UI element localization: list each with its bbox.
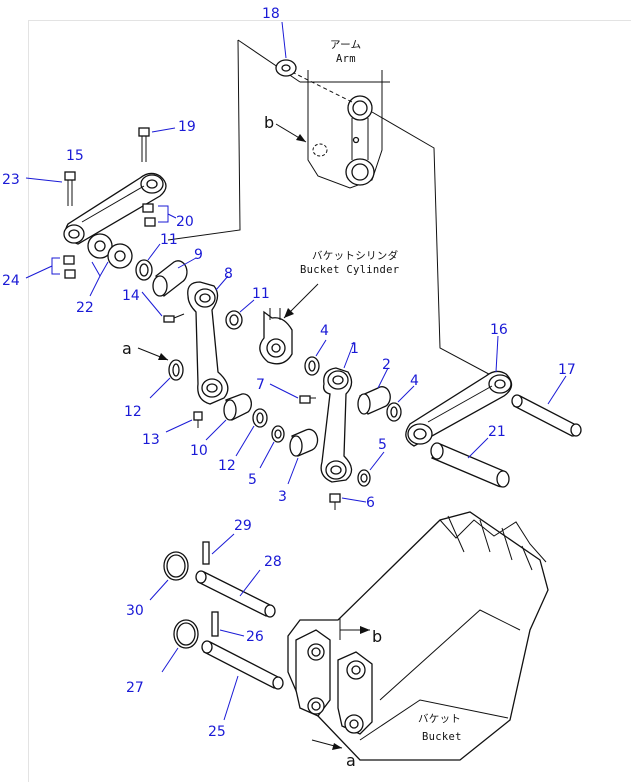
bucket-cylinder-end	[259, 308, 293, 365]
part-4-seal-b	[386, 402, 402, 422]
callout-11b: 11	[252, 286, 270, 302]
part-5-seal-b	[357, 469, 371, 487]
bucket-cylinder-label-en: Bucket Cylinder	[300, 264, 399, 276]
callout-9: 9	[194, 247, 203, 263]
guide-line-left	[167, 39, 241, 241]
arm-label-jp: アーム	[330, 39, 361, 51]
part-16-link	[405, 370, 513, 447]
part-17-pin	[511, 394, 582, 437]
part-5-seal-a	[271, 425, 285, 443]
part-12-seal-b	[252, 408, 268, 428]
part-18-washer	[275, 59, 297, 77]
callout-5a: 5	[378, 437, 387, 453]
callout-27: 27	[126, 680, 144, 696]
callout-10: 10	[190, 443, 208, 459]
part-11-seal-right	[225, 310, 243, 330]
callout-12b: 12	[218, 458, 236, 474]
part-15-link	[63, 172, 167, 245]
bucket-label-en: Bucket	[422, 731, 462, 743]
part-2-bushing	[357, 386, 391, 415]
part-7-fitting	[299, 395, 316, 404]
callout-5b: 5	[248, 472, 257, 488]
callout-17: 17	[558, 362, 576, 378]
part-11-seal-left	[135, 259, 153, 281]
callout-24: 24	[2, 273, 20, 289]
callout-4a: 4	[320, 323, 329, 339]
callout-7: 7	[256, 377, 265, 393]
ref-b-top: b	[264, 113, 274, 132]
callout-4b: 4	[410, 373, 419, 389]
part-10-bushing	[223, 393, 253, 421]
part-13-fitting	[193, 411, 203, 428]
part-22-shims	[87, 233, 133, 269]
arm-bracket	[300, 70, 390, 189]
callout-23: 23	[2, 172, 20, 188]
callout-14: 14	[122, 288, 140, 304]
part-19-bolt	[138, 127, 150, 162]
callout-16: 16	[490, 322, 508, 338]
part-3-bushing	[289, 428, 319, 457]
callout-12a: 12	[124, 404, 142, 420]
part-29-pin	[202, 541, 210, 565]
callout-18: 18	[262, 6, 280, 22]
ref-a-bottom: a	[346, 751, 356, 770]
callout-26: 26	[246, 629, 264, 645]
part-28-pin	[195, 570, 276, 618]
callout-8: 8	[224, 266, 233, 282]
panel-border	[28, 20, 631, 782]
callout-20: 20	[176, 214, 194, 230]
callout-6: 6	[366, 495, 375, 511]
part-30-ring	[163, 551, 189, 581]
callout-21: 21	[488, 424, 506, 440]
bucket-label-jp: バケット	[418, 713, 461, 725]
part-9-bushing	[152, 260, 188, 298]
callout-22: 22	[76, 300, 94, 316]
bucket	[287, 511, 549, 761]
part-6-fitting	[329, 493, 341, 510]
callout-28: 28	[264, 554, 282, 570]
callout-13: 13	[142, 432, 160, 448]
part-14-fitting	[163, 313, 185, 323]
part-25-pin	[201, 640, 284, 690]
part-26-pin	[211, 611, 219, 637]
callout-30: 30	[126, 603, 144, 619]
callout-11a: 11	[160, 232, 178, 248]
part-12-seal-a	[168, 359, 184, 381]
part-23-bolt	[64, 171, 76, 206]
callout-1: 1	[350, 341, 359, 357]
part-20-nuts	[142, 203, 156, 227]
guide-line-right	[371, 111, 501, 381]
part-21-pin	[430, 442, 510, 488]
callout-2: 2	[382, 357, 391, 373]
callout-15: 15	[66, 148, 84, 164]
part-27-ring	[173, 619, 199, 649]
part-4-seal-a	[304, 356, 320, 376]
part-1-rod	[320, 367, 353, 483]
ref-a-top: a	[122, 339, 132, 358]
part-8-rod	[187, 281, 229, 405]
arm-label-en: Arm	[336, 53, 356, 65]
bucket-cylinder-label-jp: バケットシリンダ	[312, 249, 399, 262]
part-24-nuts	[63, 255, 76, 279]
callout-19: 19	[178, 119, 196, 135]
ref-b-bottom: b	[372, 627, 382, 646]
callout-29: 29	[234, 518, 252, 534]
callout-25: 25	[208, 724, 226, 740]
callout-3: 3	[278, 489, 287, 505]
